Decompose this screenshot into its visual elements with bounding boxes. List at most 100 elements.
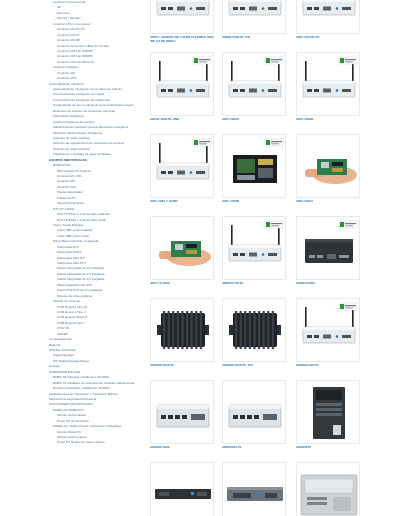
product-card[interactable]: AIEW90-0050-PL-12C (222, 298, 286, 376)
category-item[interactable]: Placa Base Industrial y Integrada (53, 239, 99, 244)
product-card[interactable] (222, 462, 286, 516)
category-item[interactable]: Armazón VHP (57, 76, 77, 81)
category-item[interactable]: SOLUCIONES INDUSTRIALES (49, 402, 93, 407)
product-name-link[interactable]: AIEV-1036B (296, 118, 314, 121)
product-name-link[interactable]: AIEV-1030A (222, 118, 240, 121)
product-card[interactable] (296, 462, 360, 516)
category-item[interactable]: Escritorio (57, 10, 70, 15)
category-item[interactable]: Infraestructura de Transporte y Transpor… (49, 391, 118, 396)
category-item[interactable]: Comunicaciones (49, 337, 72, 342)
product-image[interactable] (296, 52, 360, 116)
category-item[interactable]: Mini-móviles PC Fanless (57, 168, 92, 173)
category-item[interactable]: Armazón GS-VT (57, 32, 80, 37)
category-item[interactable]: Armazón CPU de 9080P6 (57, 54, 93, 59)
product-name-link[interactable]: AIEW90-A02-PL (296, 364, 320, 367)
category-item[interactable]: Armazón Convencional (53, 0, 85, 4)
product-card[interactable]: AIEW90-0050-PL (150, 298, 214, 376)
category-item[interactable]: Placa base Mini-STX (57, 261, 86, 265)
product-card[interactable]: APPC / ANTENA DE LATÓN FLEXIBLE SMA PIE … (150, 0, 214, 48)
category-item[interactable]: Solución de equipamiento de estaciones d… (53, 141, 125, 146)
category-item[interactable]: SMARC (57, 331, 69, 336)
category-item[interactable]: Armazón Inteligent (53, 65, 79, 70)
category-item[interactable]: Solución de visión artificial (53, 135, 90, 140)
category-item[interactable]: COM Express Tipo 7 (57, 320, 86, 325)
product-card[interactable]: AIEV-1030A (296, 134, 360, 212)
category-item[interactable]: Solución de visión artificial (53, 146, 90, 151)
category-item[interactable]: Armazón CPU de Mtnrs 4U (57, 59, 95, 64)
category-item[interactable]: Routers industriales multifunción 3G/WIF… (53, 386, 111, 391)
category-item[interactable]: COM Express Basic 6 (57, 315, 88, 320)
product-name-link[interactable]: AIEW90-0050-PL (150, 364, 175, 367)
category-item[interactable]: Digital Signage (53, 353, 74, 358)
category-item[interactable]: SLOT PICMG 1.3 de formato medio (57, 217, 107, 222)
category-item[interactable]: HARDWARE ENLACE (49, 369, 81, 374)
product-card[interactable]: AIEW10-P/PL (296, 216, 360, 294)
category-item[interactable]: Armazón E3 y M4 (57, 174, 82, 178)
category-item[interactable]: EMBC 10 Unidades de extensión de medició… (53, 380, 134, 385)
product-card[interactable]: AIEW5100-PL (222, 380, 286, 458)
category-item[interactable]: Placa base ATX (57, 244, 79, 249)
product-card[interactable]: AIEW10-TN-PL (222, 216, 286, 294)
category-item[interactable]: Intell y Smart Displays (53, 222, 84, 227)
category-item[interactable]: Mejora de la seguridad Ferroviaria (49, 396, 97, 401)
product-card[interactable]: AIEW90-1090 (150, 380, 214, 458)
category-item[interactable]: EMBC 30 Gateway multifunción 3G/WIFI (53, 375, 110, 380)
product-card[interactable]: AIEW5870 (296, 380, 360, 458)
category-item[interactable]: Panel PC flexible de marco abierto (57, 440, 105, 445)
category-item[interactable]: Armazón 419 (57, 184, 76, 189)
product-image[interactable] (150, 134, 214, 198)
product-image[interactable] (150, 52, 214, 116)
category-item[interactable]: Placa PCle-ETX de 2.5 pulgadas (57, 288, 103, 293)
product-image[interactable] (296, 216, 360, 280)
product-image[interactable] (222, 462, 286, 516)
category-item[interactable]: Armazón M6 (57, 179, 75, 184)
category-item[interactable]: Armazón CPU e Cómputos (53, 21, 91, 26)
category-item[interactable]: Gestión inteligente de eventos (53, 119, 95, 124)
product-name-link[interactable]: AIEV1.0-1090 (150, 282, 170, 285)
category-item[interactable]: Placas integradas de 3.5 pulgadas (57, 277, 105, 282)
product-card[interactable] (150, 462, 214, 516)
product-image[interactable] (296, 462, 360, 516)
category-item[interactable]: COM Express Tipo 2 (57, 309, 86, 314)
category-item[interactable]: Armazón CPU de 1080P6 (57, 48, 93, 53)
category-item[interactable]: Tarjeta PCI Express (57, 201, 85, 206)
category-item[interactable]: Monitoreo Meteorológico Inteligente (53, 130, 103, 135)
category-item[interactable]: IPS Digital Signage Player (53, 358, 90, 363)
product-name-link[interactable]: AIEV-T20-PP-P1 (296, 36, 320, 39)
category-item[interactable]: Panel PC de formación (57, 418, 89, 423)
product-name-link[interactable]: AIEVE-1000-PL-2ND (150, 118, 180, 121)
category-item[interactable]: Automatización inteligente de los datos … (53, 87, 122, 91)
product-image[interactable] (296, 0, 360, 34)
product-image[interactable] (150, 216, 214, 280)
category-item[interactable]: Armazón CE-PC TN (57, 27, 85, 32)
category-item[interactable]: Mantenimiento predictivo para la fabrica… (53, 125, 129, 130)
category-item[interactable]: Slot 5U / Simples (57, 16, 81, 21)
product-image[interactable] (150, 0, 214, 34)
category-item[interactable]: Intell+ SBC para medio (57, 233, 89, 238)
category-item[interactable]: Monitor Panel PC (57, 429, 82, 434)
product-name-link[interactable]: AIEW90-1090 (150, 446, 170, 449)
category-item[interactable]: Armazón VM (57, 70, 75, 75)
product-name-link[interactable]: AIEV-1036 Y 1036P (150, 200, 178, 203)
product-name-link[interactable]: AIEV-1036B (222, 200, 240, 203)
product-image[interactable] (222, 380, 286, 444)
product-name-link[interactable]: AIEW10-P/PL (296, 282, 316, 285)
product-image[interactable] (296, 380, 360, 444)
category-item[interactable]: Módulo de cómputo (53, 299, 81, 304)
product-image[interactable] (150, 462, 214, 516)
category-item[interactable]: EQUIPOS INDUSTRIALES (49, 157, 87, 162)
product-image[interactable] (296, 134, 360, 198)
product-name-link[interactable]: APPC / ANTENA DE LATÓN FLEXIBLE SMA PIE … (150, 36, 214, 43)
product-name-link[interactable]: AIEV-1030A (296, 200, 314, 203)
product-name-link[interactable]: AIDE9-T209-PL-GO (222, 36, 251, 39)
category-item[interactable]: Armazón GR-NP (57, 38, 81, 43)
product-card[interactable]: AIDE9-T209-PL-GO (222, 0, 286, 48)
category-item[interactable]: PANEL PC ROBUSTO (53, 407, 85, 412)
product-card[interactable]: AIEV1.0-1090 (150, 216, 214, 294)
product-card[interactable]: AIEV-1030A (222, 52, 286, 130)
product-image[interactable] (222, 216, 286, 280)
product-image[interactable] (150, 380, 214, 444)
product-card[interactable]: AIEV-1036B (296, 52, 360, 130)
product-card[interactable]: AIEW90-A02-PL (296, 298, 360, 376)
product-image[interactable] (222, 298, 286, 362)
